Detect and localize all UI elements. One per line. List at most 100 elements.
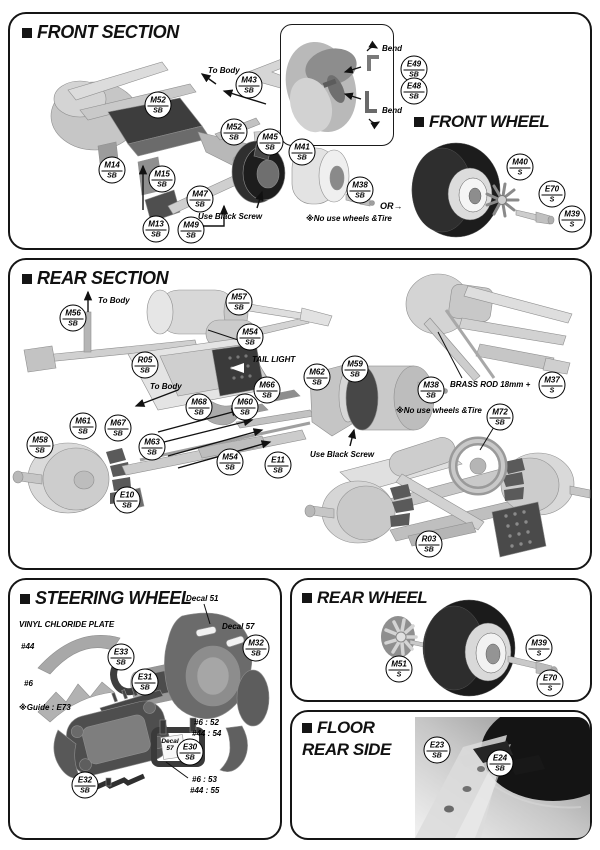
section-bullet: [414, 117, 424, 127]
nose-cone-inset-box: [280, 24, 394, 146]
section-bullet: [302, 593, 312, 603]
lever-part: [88, 773, 146, 793]
floor-title-line1: FLOOR: [302, 718, 375, 738]
rear-fan-hub: [384, 618, 418, 656]
no-use-wheels-note: ※No use wheels &Tire: [306, 214, 392, 223]
wheel-fan-hub: [485, 182, 520, 218]
section-bullet: [22, 27, 32, 38]
section-bullet: [302, 723, 312, 733]
panel-rear-wheel: REAR WHEEL: [290, 578, 592, 702]
bend-note-top: Bend: [382, 44, 402, 53]
to-body-note-upper: To Body: [98, 296, 130, 305]
to-body-note: To Body: [208, 66, 240, 75]
nose-cone-illustration: [285, 40, 381, 133]
panel-front-section: FRONT SECTION FRONT WHEEL: [8, 12, 592, 250]
front-wheel-illustration: [411, 142, 501, 238]
spec-note-a1: #6 : 52: [194, 718, 219, 727]
front-suspension-illustration: [50, 47, 555, 238]
floor-rear-photo: [415, 717, 590, 838]
steering-wheel-title: STEERING WHEEL: [20, 588, 192, 609]
bend-note-bottom: Bend: [382, 106, 402, 115]
decal-57-note: Decal 57: [222, 622, 255, 631]
spec-note-a2: #44 : 54: [192, 729, 222, 738]
no-use-wheels-note-rear: ※No use wheels &Tire: [396, 406, 482, 415]
section-bullet: [20, 593, 30, 604]
num-6-note: #6: [24, 679, 33, 688]
rear-section-title: REAR SECTION: [22, 268, 169, 289]
tail-light-note: TAIL LIGHT: [252, 355, 296, 364]
rear-wheel-illustration: [381, 599, 558, 697]
or-note: OR→: [380, 201, 403, 211]
front-section-title: FRONT SECTION: [22, 22, 179, 43]
use-black-screw-note: Use Black Screw: [198, 212, 263, 221]
decal-57-part-label: Decal 57: [161, 738, 179, 752]
decal-51-note: Decal 51: [186, 594, 219, 603]
vinyl-plate-note: VINYL CHLORIDE PLATE: [19, 620, 115, 629]
spec-note-b1: #6 : 53: [192, 775, 217, 784]
front-wheel-title: FRONT WHEEL: [414, 112, 550, 132]
wheel-grip-body: [66, 700, 170, 776]
floor-part-e24: [509, 755, 545, 775]
spec-note-b2: #44 : 55: [190, 786, 220, 795]
panel-rear-section: REAR SECTION: [8, 258, 592, 570]
floor-photo-illustration: [415, 717, 590, 838]
num-44-note: #44: [21, 642, 35, 651]
brass-rod-note: BRASS ROD 18mm +: [450, 380, 531, 389]
section-bullet: [22, 273, 32, 284]
panel-steering-wheel: STEERING WHEEL: [8, 578, 282, 840]
guide-note: ※Guide : E73: [19, 703, 71, 712]
use-black-screw-note-rear: Use Black Screw: [310, 450, 375, 459]
vinyl-plate-6: [37, 681, 115, 723]
panel-floor-rear-side: FLOOR REAR SIDE: [290, 710, 592, 840]
to-body-note-lower: To Body: [150, 382, 182, 391]
wire-part-e48: [365, 91, 377, 113]
front-axle-cone: [515, 209, 555, 225]
floor-title-line2: REAR SIDE: [302, 740, 391, 759]
rear-wheel-title: REAR WHEEL: [302, 588, 428, 608]
wire-part-e49: [367, 55, 379, 71]
